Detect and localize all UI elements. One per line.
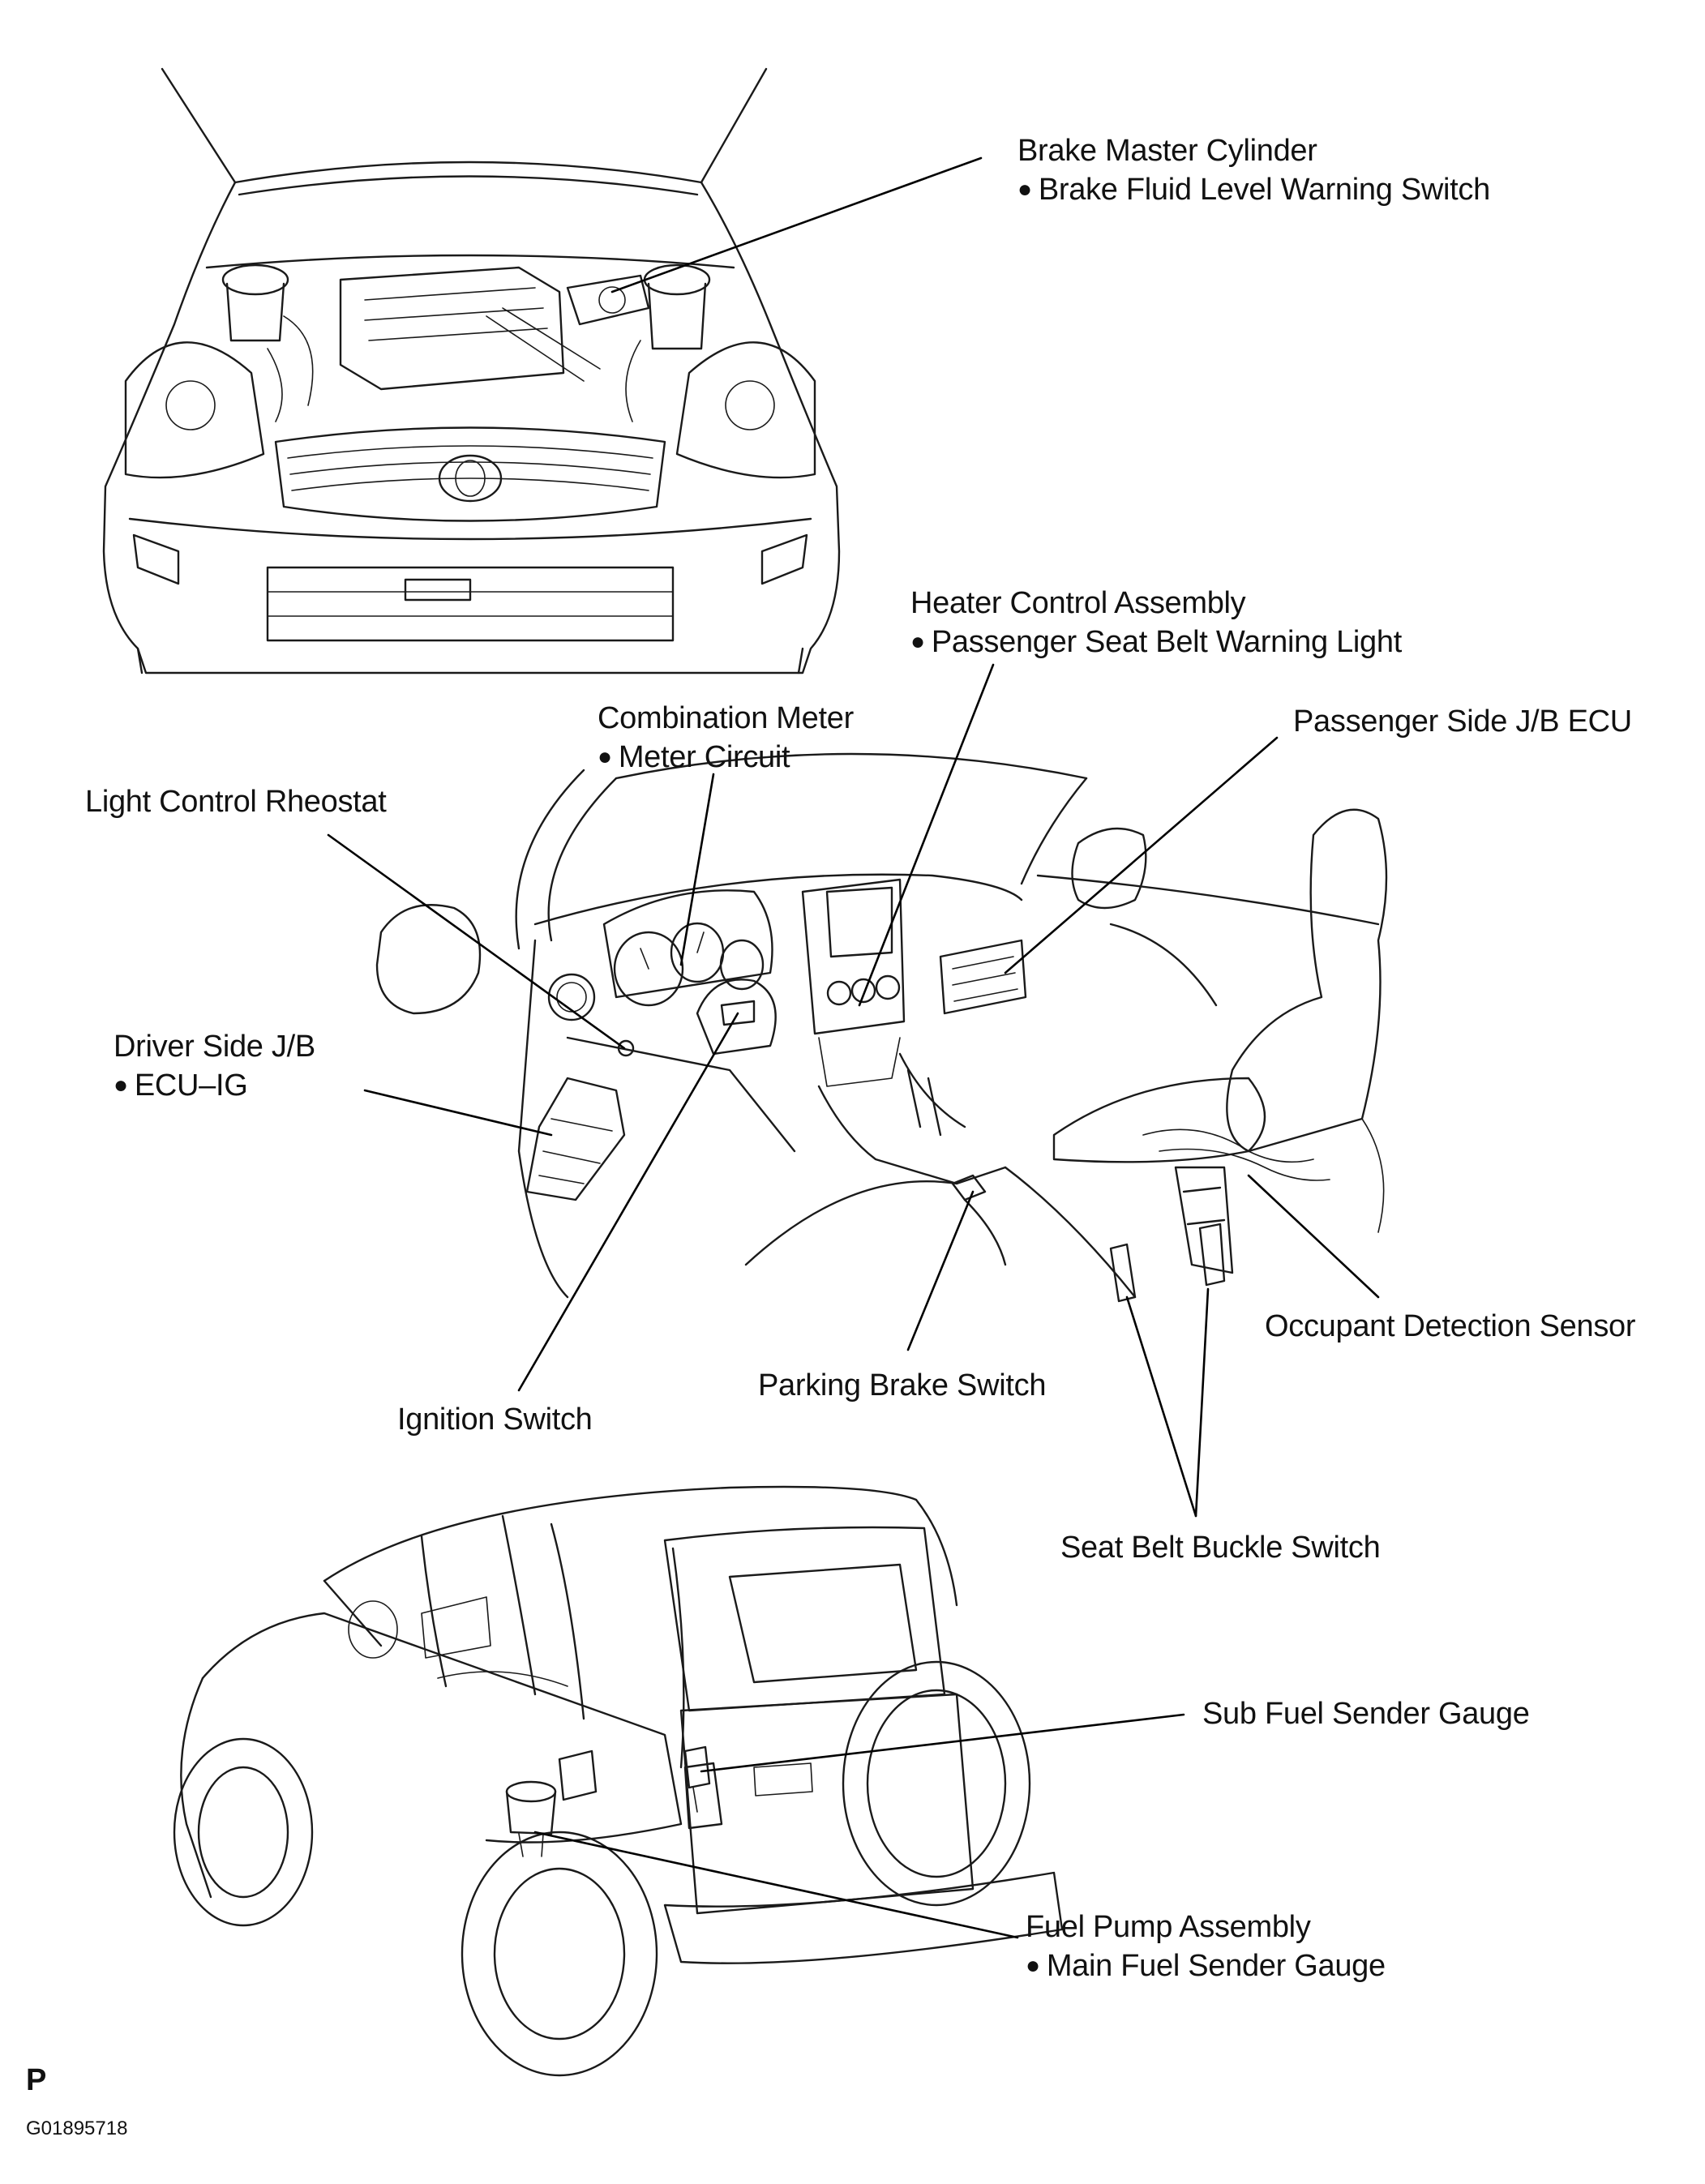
label-light-control-rheostat: Light Control Rheostat <box>85 782 387 821</box>
leader-driver-side-jb <box>363 1089 553 1137</box>
label-driver-side-jb: Driver Side J/B ECU–IG <box>114 1027 315 1107</box>
label-sub-fuel-sender-gauge: Sub Fuel Sender Gauge <box>1202 1694 1530 1733</box>
label-title: Light Control Rheostat <box>85 785 387 819</box>
label-title: Seat Belt Buckle Switch <box>1060 1531 1381 1565</box>
footer-letter: P <box>26 2063 47 2097</box>
label-title: Combination Meter <box>598 701 854 735</box>
leader-fuel-pump-assembly <box>533 1831 1019 1939</box>
label-heater-control-assembly: Heater Control Assembly Passenger Seat B… <box>910 584 1402 664</box>
label-title: Fuel Pump Assembly <box>1026 1910 1311 1944</box>
label-sub: Main Fuel Sender Gauge <box>1026 1946 1386 1988</box>
label-fuel-pump-assembly: Fuel Pump Assembly Main Fuel Sender Gaug… <box>1026 1908 1386 1988</box>
leader-light-control-rheostat <box>327 833 626 1050</box>
label-title: Occupant Detection Sensor <box>1265 1309 1636 1343</box>
label-seat-belt-buckle-switch: Seat Belt Buckle Switch <box>1060 1528 1381 1567</box>
leader-sub-fuel-sender-gauge <box>700 1713 1185 1773</box>
leader-seat-belt-buckle-right <box>1194 1287 1210 1518</box>
label-title: Brake Master Cylinder <box>1017 134 1317 168</box>
label-sub: Brake Fluid Level Warning Switch <box>1017 170 1490 212</box>
label-occupant-detection-sensor: Occupant Detection Sensor <box>1265 1307 1636 1346</box>
vehicle-rear-view <box>173 1485 1064 2077</box>
label-title: Ignition Switch <box>397 1402 593 1437</box>
label-brake-master-cylinder: Brake Master Cylinder Brake Fluid Level … <box>1017 131 1490 212</box>
leader-lines <box>327 156 1380 1939</box>
leader-ignition-switch <box>517 1012 739 1392</box>
leader-brake-master-cylinder <box>610 156 983 293</box>
label-title: Sub Fuel Sender Gauge <box>1202 1697 1530 1731</box>
label-sub: ECU–IG <box>114 1066 315 1107</box>
label-title: Passenger Side J/B ECU <box>1293 704 1632 739</box>
vehicle-interior-view <box>375 752 1388 1303</box>
label-title: Heater Control Assembly <box>910 586 1246 620</box>
label-title: Parking Brake Switch <box>758 1368 1047 1402</box>
label-parking-brake-switch: Parking Brake Switch <box>758 1366 1046 1405</box>
leader-combination-meter <box>679 773 715 966</box>
leader-occupant-detection-sensor <box>1247 1174 1380 1299</box>
label-combination-meter: Combination Meter Meter Circuit <box>598 699 854 779</box>
leader-heater-control-assembly <box>858 663 995 1007</box>
figure-code: G01895718 <box>26 2118 128 2139</box>
vehicle-front-view <box>102 67 841 674</box>
leader-parking-brake-switch <box>906 1190 975 1351</box>
label-ignition-switch: Ignition Switch <box>397 1400 593 1439</box>
label-title: Driver Side J/B <box>114 1030 315 1064</box>
label-sub: Meter Circuit <box>598 738 854 779</box>
leader-seat-belt-buckle-left <box>1125 1295 1197 1518</box>
label-sub: Passenger Seat Belt Warning Light <box>910 623 1402 664</box>
leader-passenger-side-jb-ecu <box>1004 736 1279 974</box>
label-passenger-side-jb-ecu: Passenger Side J/B ECU <box>1293 702 1632 741</box>
